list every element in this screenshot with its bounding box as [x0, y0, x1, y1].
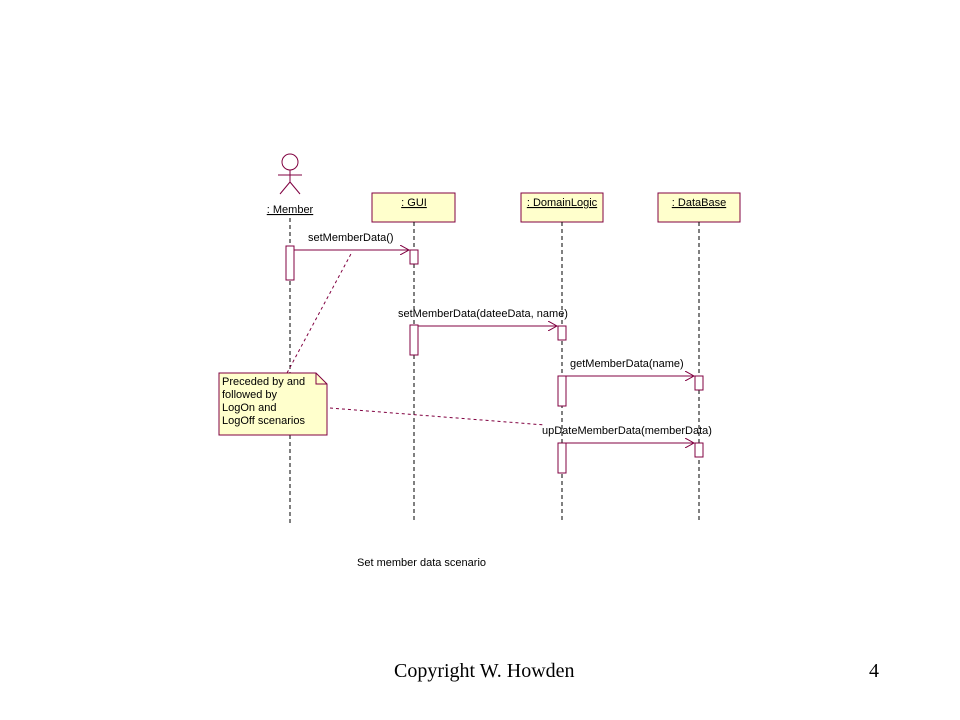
object-box [520, 192, 604, 223]
note-box [218, 372, 328, 436]
activation-bar [694, 375, 704, 391]
object-label: : DomainLogic [527, 197, 598, 209]
note-line: LogOn and [222, 402, 276, 414]
message-4: upDateMemberData(memberData) [542, 425, 712, 443]
note: Preceded by and followed by LogOn and Lo… [218, 251, 546, 436]
note-fold [315, 373, 327, 385]
note-line: Preceded by and [222, 376, 305, 388]
page-number: 4 [869, 660, 879, 682]
note-anchor-line [286, 251, 353, 374]
activation-bar [285, 245, 295, 281]
actor-member: : Member [267, 153, 314, 216]
object-box [371, 192, 456, 223]
copyright-footer: Copyright W. Howden [394, 660, 575, 682]
stick-figure-icon [278, 153, 302, 195]
object-domainlogic: : DomainLogic [520, 192, 604, 223]
activation-bar [409, 249, 419, 265]
actor-label: : Member [267, 204, 314, 216]
activation-bar [557, 325, 567, 341]
lifelines [289, 218, 700, 523]
note-line: LogOff scenarios [222, 415, 305, 427]
activations [285, 245, 704, 474]
object-label: : DataBase [672, 197, 726, 209]
activation-bar [557, 442, 567, 474]
message-2: setMemberData(dateeData, name) [398, 308, 568, 326]
note-anchor-line [329, 407, 546, 426]
message-label: upDateMemberData(memberData) [542, 425, 712, 437]
diagram-caption: Set member data scenario [357, 557, 486, 569]
object-gui: : GUI [371, 192, 456, 223]
object-box [657, 192, 741, 223]
message-label: setMemberData(dateeData, name) [398, 308, 568, 320]
activation-bar [409, 324, 419, 356]
message-1: setMemberData() [294, 232, 409, 250]
message-3: getMemberData(name) [566, 358, 694, 376]
object-label: : GUI [401, 197, 427, 209]
object-database: : DataBase [657, 192, 741, 223]
activation-bar [694, 442, 704, 458]
message-label: setMemberData() [308, 232, 394, 244]
message-label: getMemberData(name) [570, 358, 684, 370]
activation-bar [557, 375, 567, 407]
note-line: followed by [222, 389, 278, 401]
